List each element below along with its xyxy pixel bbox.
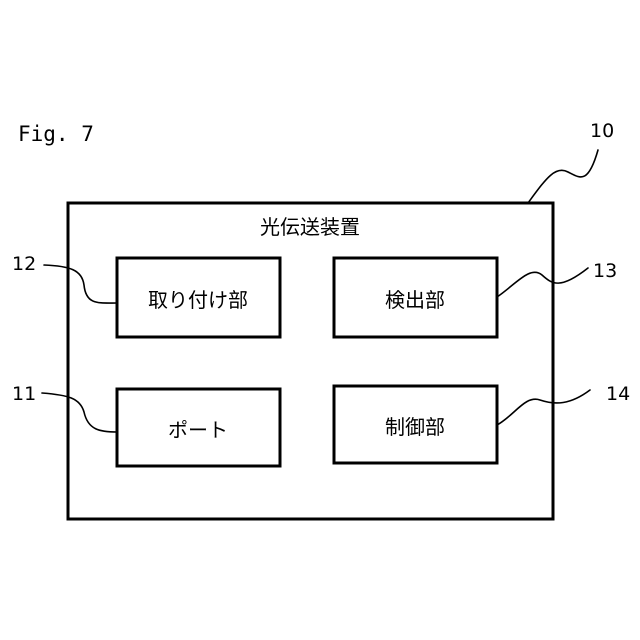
mount-ref-number: 12 [12,253,36,275]
detector-label: 検出部 [385,288,445,312]
mount-label: 取り付け部 [148,288,248,312]
figure-label: Fig. 7 [18,122,94,146]
controller-label: 制御部 [385,415,445,439]
device-frame [68,203,553,519]
port-label: ポート [168,418,228,442]
detector-ref-leader [497,268,588,297]
mount-ref-leader [44,265,117,303]
detector-ref-number: 13 [593,260,617,282]
device-ref-number: 10 [590,120,614,142]
device-title: 光伝送装置 [260,215,360,239]
port-ref-leader [42,393,117,432]
controller-ref-number: 14 [606,383,630,405]
device-ref-leader [528,150,598,203]
controller-ref-leader [497,390,590,425]
port-ref-number: 11 [12,383,36,405]
